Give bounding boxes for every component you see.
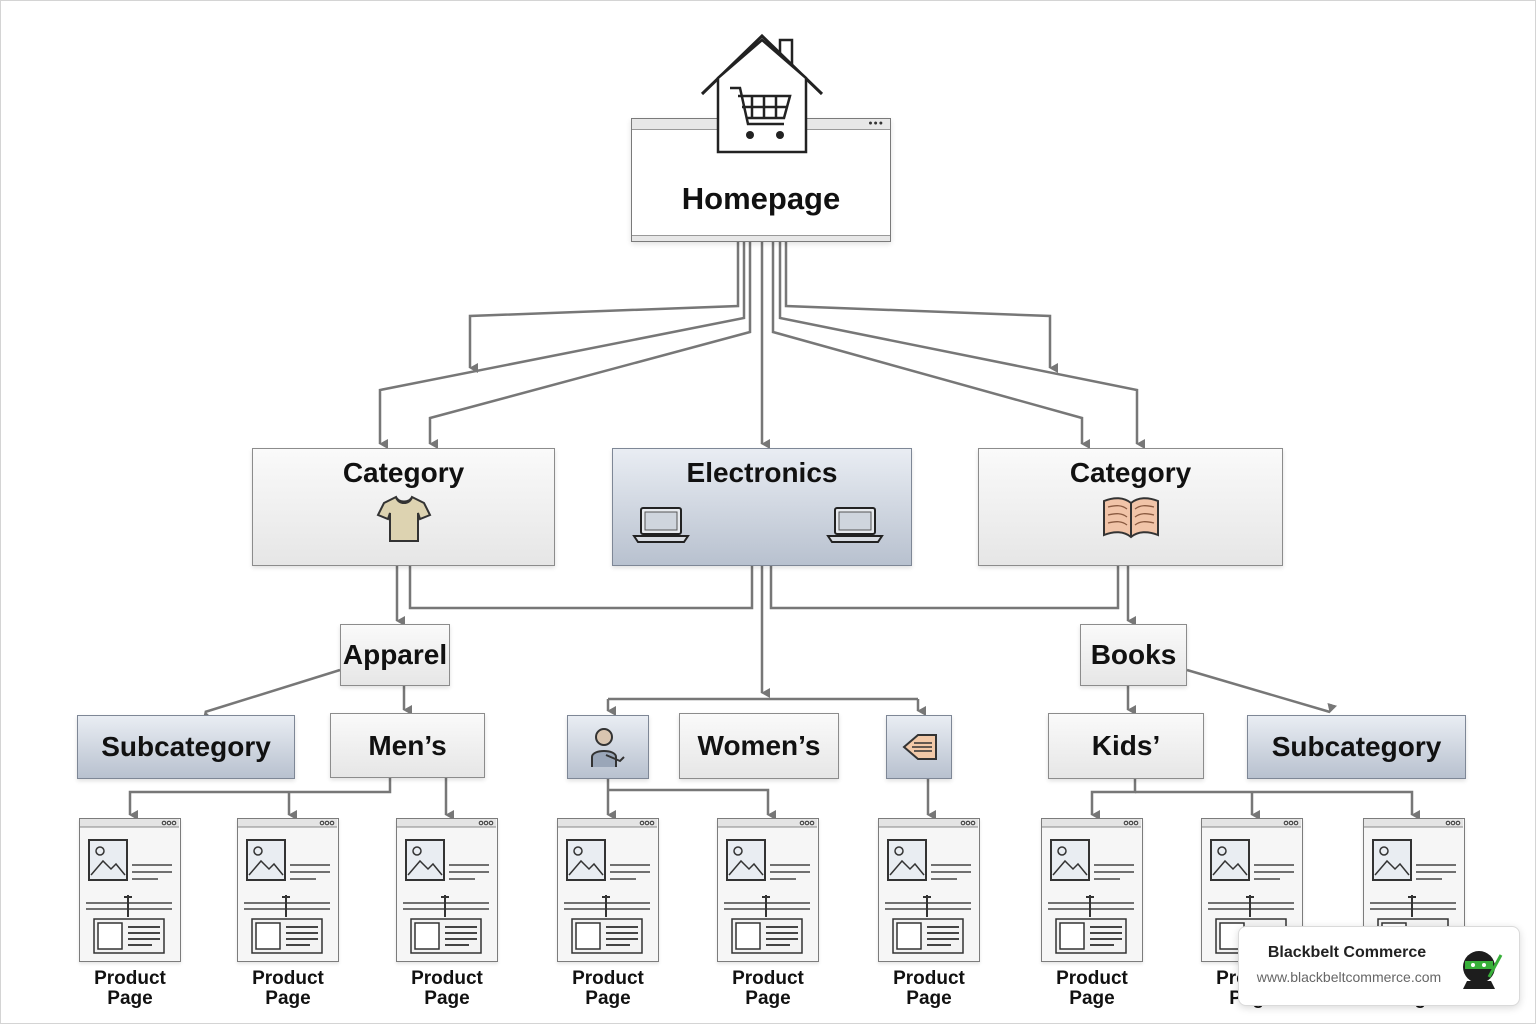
product-page-label-line2: Page xyxy=(906,988,952,1009)
subcategory-label: Subcategory xyxy=(1271,731,1442,762)
apparel-node: Apparel xyxy=(340,624,450,686)
laptop-icon xyxy=(826,507,884,543)
category-label: Category xyxy=(1069,457,1192,488)
category-books-node: Category xyxy=(978,448,1283,566)
product-page-wireframe-icon xyxy=(396,818,498,962)
kids-node: Kids’ xyxy=(1048,713,1204,779)
product-page-wireframe-icon xyxy=(717,818,819,962)
category-label: Category xyxy=(342,457,465,488)
product-page-wireframe-icon xyxy=(79,818,181,962)
homepage-label: Homepage xyxy=(681,181,841,216)
product-page-label-line1: Product xyxy=(94,968,166,989)
tag-icon xyxy=(902,734,937,760)
tshirt-icon xyxy=(376,495,431,542)
books-label: Books xyxy=(1090,639,1177,670)
product-page-label-line2: Page xyxy=(1069,988,1115,1009)
product-page-label-line1: Product xyxy=(1056,968,1128,989)
person-icon-node xyxy=(567,715,649,779)
subcategory-right-node: Subcategory xyxy=(1247,715,1466,779)
window-dots-icon: ●●● xyxy=(868,120,884,127)
category-apparel-node: Category xyxy=(252,448,555,566)
ninja-logo-icon xyxy=(1463,951,1503,989)
electronics-label: Electronics xyxy=(686,457,838,488)
product-page-label-line1: Product xyxy=(572,968,644,989)
product-page-label-line2: Page xyxy=(424,988,470,1009)
product-page-label-line2: Page xyxy=(745,988,791,1009)
product-page-label-line1: Product xyxy=(411,968,483,989)
product-page-label-line2: Page xyxy=(107,988,153,1009)
mens-node: Men’s xyxy=(330,713,485,778)
womens-label: Women’s xyxy=(697,730,821,761)
brand-name: Blackbelt Commerce xyxy=(1267,944,1427,961)
subcategory-label: Subcategory xyxy=(101,731,271,762)
product-page-wireframe-icon xyxy=(557,818,659,962)
product-page-wireframe-icon xyxy=(237,818,339,962)
product-page-label-line2: Page xyxy=(265,988,311,1009)
kids-label: Kids’ xyxy=(1091,730,1161,761)
subcategory-left-node: Subcategory xyxy=(77,715,295,779)
brand-badge: Blackbelt Commerce www.blackbeltcommerce… xyxy=(1238,926,1520,1006)
person-icon xyxy=(591,728,625,767)
product-page-label-line1: Product xyxy=(732,968,804,989)
product-page-label-line1: Product xyxy=(893,968,965,989)
laptop-icon xyxy=(632,507,690,543)
books-node: Books xyxy=(1080,624,1187,686)
mens-label: Men’s xyxy=(368,729,447,761)
product-page-label-line1: Product xyxy=(252,968,324,989)
product-page-label-line2: Page xyxy=(585,988,631,1009)
browser-footer xyxy=(632,235,890,241)
open-book-icon xyxy=(1102,497,1159,539)
apparel-label: Apparel xyxy=(342,639,448,670)
product-page-wireframe-icon xyxy=(1041,818,1143,962)
product-page-wireframe-icon xyxy=(878,818,980,962)
womens-node: Women’s xyxy=(679,713,839,779)
brand-url: www.blackbeltcommerce.com xyxy=(1256,969,1442,985)
house-cart-icon xyxy=(700,33,824,154)
tag-icon-node xyxy=(886,715,952,779)
